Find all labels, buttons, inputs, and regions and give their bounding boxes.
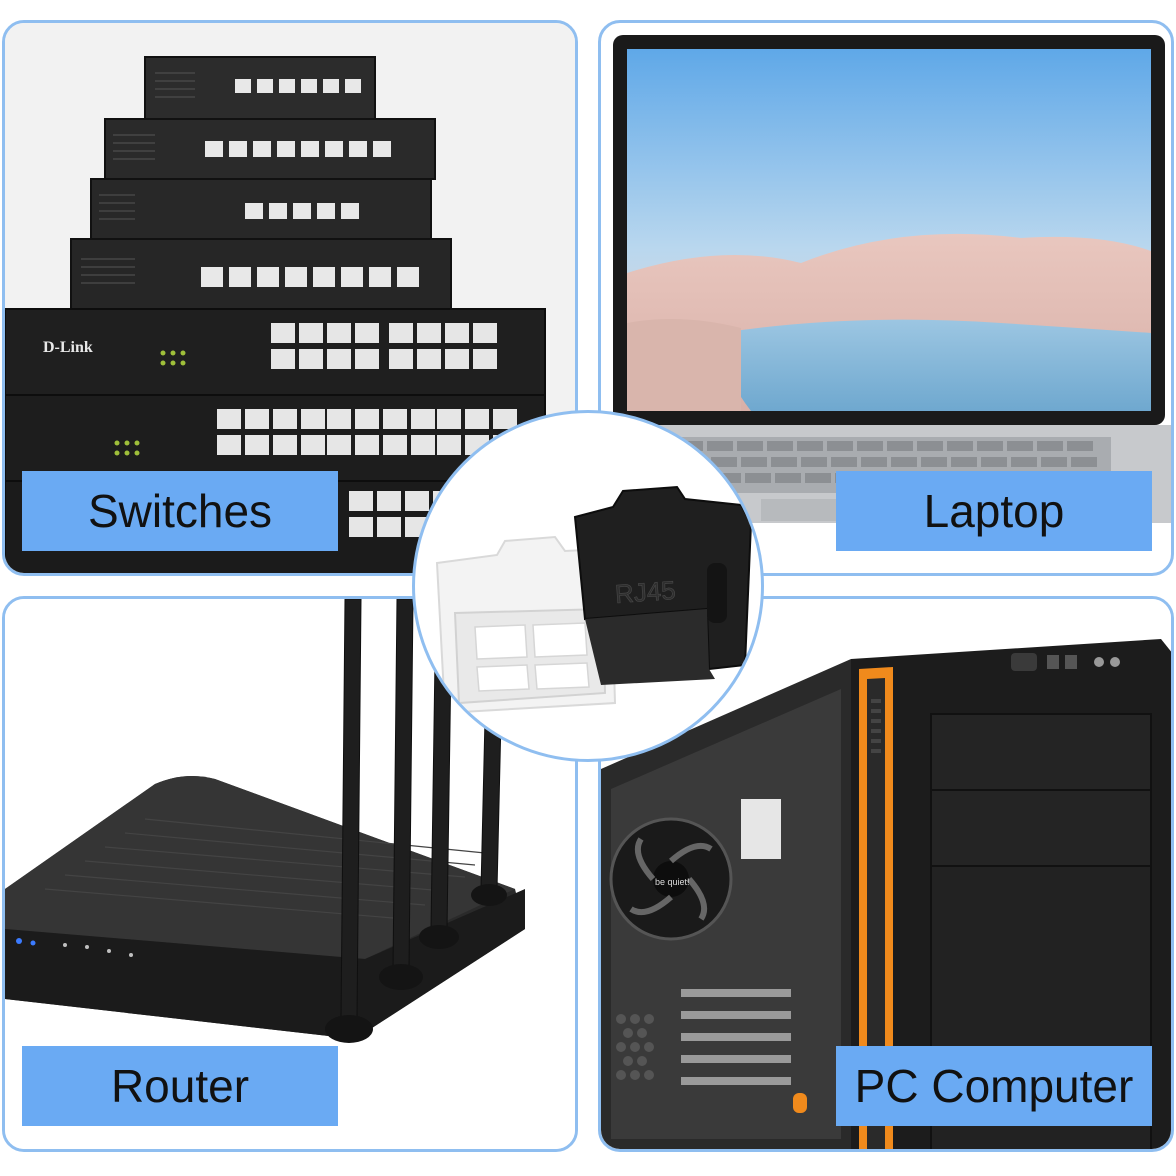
rj45-dust-caps: RJ45 xyxy=(412,410,764,762)
label-pc-computer: PC Computer xyxy=(836,1046,1152,1126)
label-laptop: Laptop xyxy=(836,471,1152,551)
switch-brand-logo: D-Link xyxy=(43,339,93,356)
label-switches: Switches xyxy=(22,471,338,551)
rj45-marking: RJ45 xyxy=(614,575,677,609)
label-router: Router xyxy=(22,1046,338,1126)
dust-caps-illustration: RJ45 xyxy=(435,485,753,715)
white-dust-cap xyxy=(435,535,617,715)
black-dust-cap xyxy=(573,485,753,685)
pc-brand-logo: be quiet! xyxy=(655,877,690,887)
